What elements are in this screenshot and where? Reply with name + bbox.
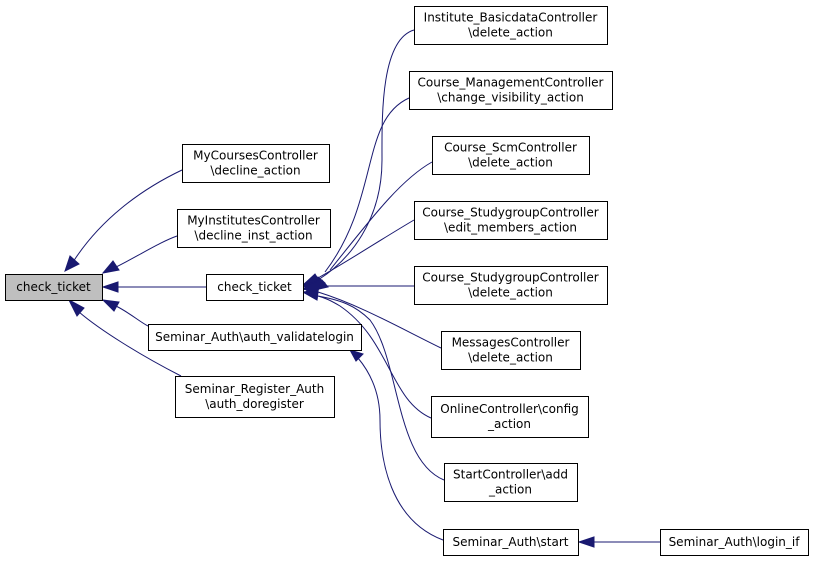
node-label-line: _action: [487, 417, 531, 431]
edge-start-add-to-mid-arrowhead: [301, 290, 319, 301]
node-label-line: Seminar_Auth\start: [452, 535, 568, 549]
node-label-line: \decline_action: [210, 164, 300, 178]
node-seminar-register-doregister[interactable]: Seminar_Register_Auth\auth_doregister: [175, 376, 335, 418]
node-label-line: Seminar_Auth\login_if: [669, 535, 801, 549]
edge-mid-check-ticket-to-focus: [101, 281, 206, 293]
node-label-line: MyInstitutesController: [187, 214, 320, 228]
node-label-line: check_ticket: [16, 280, 91, 294]
node-course-studygroup-delete[interactable]: Course_StudygroupController\delete_actio…: [414, 266, 608, 305]
edge-doregister-to-check-ticket: [67, 298, 182, 377]
edge-start-to-validatelogin: [348, 349, 444, 541]
node-box: [441, 331, 581, 370]
node-course-studygroup-edit-members[interactable]: Course_StudygroupController\edit_members…: [414, 201, 608, 240]
node-course-management-visibility[interactable]: Course_ManagementController\change_visib…: [409, 71, 613, 110]
edge-messages-to-mid-line: [317, 291, 442, 349]
node-box: [5, 274, 103, 301]
edge-management-to-mid-line: [324, 97, 410, 273]
node-box: [177, 209, 331, 248]
node-label-line: \auth_doregister: [205, 397, 304, 411]
node-label-line: Course_ManagementController: [418, 76, 604, 90]
edge-management-to-mid: [305, 97, 410, 293]
node-seminar-auth-validatelogin[interactable]: Seminar_Auth\auth_validatelogin: [148, 324, 362, 351]
edge-edit-members-to-mid-line: [317, 219, 415, 279]
node-box: [431, 396, 589, 438]
node-label-line: \change_visibility_action: [437, 91, 584, 105]
node-label-line: Seminar_Register_Auth: [185, 382, 324, 396]
node-label-line: OnlineController\config: [440, 402, 579, 416]
edge-validatelogin-to-check-ticket-line: [115, 305, 149, 327]
edge-start-to-validatelogin-arrowhead: [348, 349, 364, 362]
edge-validatelogin-to-check-ticket-arrowhead: [101, 299, 120, 312]
node-label-line: Course_ScmController: [444, 141, 577, 155]
node-seminar-auth-start[interactable]: Seminar_Auth\start: [443, 529, 579, 556]
node-label-line: Seminar_Auth\auth_validatelogin: [155, 330, 354, 344]
node-messages-delete[interactable]: MessagesController\delete_action: [441, 331, 581, 370]
edge-online-to-mid-line: [317, 295, 432, 419]
node-box: [409, 71, 613, 110]
node-box: [182, 144, 330, 183]
edge-my-institutes-to-check-ticket: [101, 235, 178, 274]
node-label-line: Course_StudygroupController: [422, 206, 598, 220]
edge-institute-to-mid-line: [317, 29, 415, 281]
edge-my-institutes-to-check-ticket-line: [115, 235, 178, 268]
node-label-line: StartController\add: [453, 468, 568, 482]
node-box: [148, 324, 362, 351]
node-label-line: MyCoursesController: [193, 149, 318, 163]
node-box: [414, 201, 608, 240]
node-box: [444, 463, 578, 502]
node-label-line: _action: [488, 483, 532, 497]
node-label-line: \delete_action: [468, 26, 553, 40]
edge-doregister-to-check-ticket-arrowhead: [67, 298, 85, 317]
node-my-courses-decline[interactable]: MyCoursesController\decline_action: [182, 144, 330, 183]
node-check-ticket-focus[interactable]: check_ticket: [5, 274, 103, 301]
node-box: [660, 529, 809, 556]
node-course-scm-delete[interactable]: Course_ScmController\delete_action: [432, 136, 590, 175]
node-my-institutes-decline[interactable]: MyInstitutesController\decline_inst_acti…: [177, 209, 331, 248]
node-box: [414, 266, 608, 305]
node-label-line: \delete_action: [468, 286, 553, 300]
edge-scm-to-mid-line: [329, 161, 433, 271]
node-label-line: \delete_action: [468, 156, 553, 170]
node-start-add[interactable]: StartController\add_action: [444, 463, 578, 502]
node-box: [443, 529, 579, 556]
edges: [64, 29, 660, 548]
edge-start-to-validatelogin-line: [357, 357, 444, 541]
edge-mid-check-ticket-to-focus-arrowhead: [101, 281, 119, 293]
node-label-line: Institute_BasicdataController: [424, 11, 598, 25]
node-label-line: MessagesController: [452, 336, 570, 350]
node-seminar-auth-login-if[interactable]: Seminar_Auth\login_if: [660, 529, 809, 556]
node-label-line: Course_StudygroupController: [422, 271, 598, 285]
node-box: [432, 136, 590, 175]
edge-start-add-to-mid-line: [317, 295, 445, 481]
node-box: [175, 376, 335, 418]
node-label-line: \edit_members_action: [444, 221, 577, 235]
edge-my-courses-to-check-ticket: [64, 169, 183, 272]
node-box: [414, 6, 608, 45]
nodes: check_ticketMyCoursesController\decline_…: [5, 6, 809, 556]
node-check-ticket-mid[interactable]: check_ticket: [206, 274, 304, 301]
node-label-line: check_ticket: [217, 280, 292, 294]
node-label-line: \decline_inst_action: [194, 229, 312, 243]
edge-doregister-to-check-ticket-line: [78, 311, 182, 377]
edge-start-add-to-mid: [301, 290, 445, 481]
edge-login-if-to-start: [577, 536, 660, 548]
edge-login-if-to-start-arrowhead: [577, 536, 595, 548]
edge-my-courses-to-check-ticket-line: [72, 169, 183, 263]
node-label-line: \delete_action: [468, 351, 553, 365]
node-online-config[interactable]: OnlineController\config_action: [431, 396, 589, 438]
edge-my-institutes-to-check-ticket-arrowhead: [101, 260, 120, 274]
edge-validatelogin-to-check-ticket: [101, 299, 149, 327]
node-institute-basicdata-delete[interactable]: Institute_BasicdataController\delete_act…: [414, 6, 608, 45]
node-box: [206, 274, 304, 301]
edge-my-courses-to-check-ticket-arrowhead: [64, 255, 80, 272]
